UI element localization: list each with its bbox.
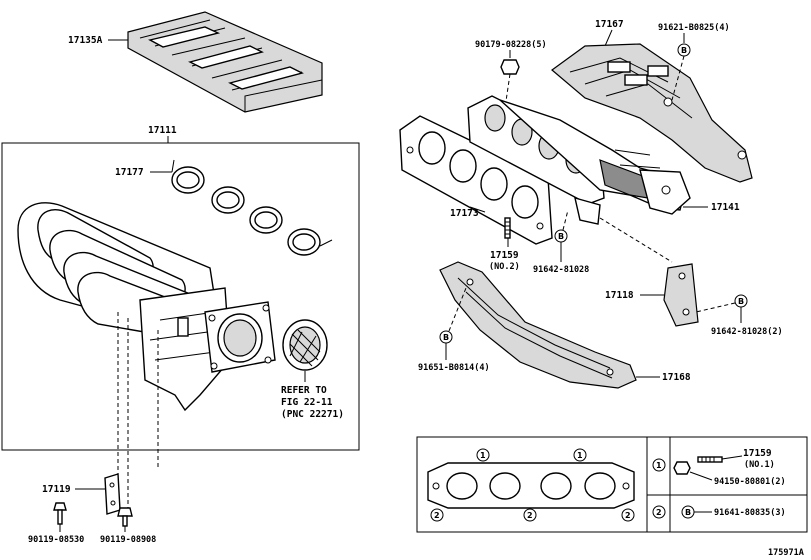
exhaust-gasket (399, 115, 553, 245)
exhaust-manifold (467, 95, 691, 225)
marker-one-a-text: 1 (480, 451, 486, 460)
legend-marker-one (652, 458, 666, 472)
marker-two-a-text: 2 (434, 511, 440, 520)
manifold-heat-insulator (551, 43, 753, 183)
marker-b-mid-text: B (558, 232, 564, 241)
label-intake-manifold: 17111 (148, 125, 177, 136)
marker-b-top-text: B (681, 46, 687, 55)
marker-b-lower-text: B (443, 333, 449, 342)
label-lower-insulator: 17168 (662, 372, 691, 383)
marker-one-b (573, 448, 587, 462)
stud-no2-icon (504, 217, 511, 239)
label-nut-top: 90179-08228(5) (475, 40, 547, 50)
legend-marker-two-text: 2 (656, 508, 662, 517)
marker-b-stay-text: B (738, 297, 744, 306)
label-bolt-lower: 91651-B0814(4) (418, 363, 490, 373)
intake-manifold-frame (1, 142, 360, 451)
label-exhaust-gasket: 17173 (450, 208, 479, 219)
label-bolt-b-top: 91621-B0825(4) (658, 23, 730, 33)
label-bolt-a: 90119-08530 (28, 535, 84, 545)
manifold-stay (663, 263, 699, 327)
marker-two-c (621, 508, 635, 522)
label-bolt-stay: 91642-81028(2) (711, 327, 783, 337)
label-bracket: 17119 (42, 484, 71, 495)
legend-label-bolt: 91641-80835(3) (714, 508, 786, 518)
intake-gasket (171, 159, 333, 256)
legend-marker-two (652, 505, 666, 519)
label-bolt-b: 90119-08908 (100, 535, 156, 545)
legend-marker-one-text: 1 (656, 461, 662, 470)
heat-insulator-top (127, 11, 323, 113)
label-manifold-insulator: 17167 (595, 19, 624, 30)
intake-manifold-body (17, 202, 276, 412)
marker-two-b (523, 508, 537, 522)
nut-icon (500, 59, 520, 75)
label-bolt-b-mid: 91642-81028 (533, 265, 589, 275)
legend-stud-icon (697, 456, 723, 463)
label-heat-insulator-top: 17135A (68, 35, 103, 46)
label-stud-no2: 17159 (490, 250, 519, 261)
legend-label-stud-sub: (NO.1) (744, 460, 775, 470)
label-intake-gasket: 17177 (115, 167, 144, 178)
marker-two-b-text: 2 (527, 511, 533, 520)
label-refer-pnc: (PNC 22271) (281, 409, 344, 420)
legend-label-nut: 94150-80801(2) (714, 477, 786, 487)
label-refer-fig: FIG 22-11 (281, 397, 333, 408)
bolt-b-icon (117, 507, 133, 527)
figure-number: 175971A (768, 548, 804, 558)
throttle-gasket-screen (282, 319, 328, 371)
label-stay: 17118 (605, 290, 634, 301)
bracket-17119 (104, 473, 121, 515)
legend-frame (416, 436, 808, 533)
marker-one-a (476, 448, 490, 462)
marker-two-a (430, 508, 444, 522)
label-exhaust-manifold: 17141 (711, 202, 740, 213)
marker-two-c-text: 2 (625, 511, 631, 520)
label-stud-no2-sub: (NO.2) (489, 262, 520, 272)
legend-marker-b-text: B (685, 508, 691, 517)
label-refer-to: REFER TO (281, 385, 327, 396)
marker-one-b-text: 1 (577, 451, 583, 460)
bolt-a-icon (53, 502, 67, 525)
legend-gasket (427, 462, 635, 509)
lower-heat-insulator (439, 261, 637, 389)
legend-nut-icon (673, 461, 691, 475)
legend-label-stud: 17159 (743, 448, 772, 459)
